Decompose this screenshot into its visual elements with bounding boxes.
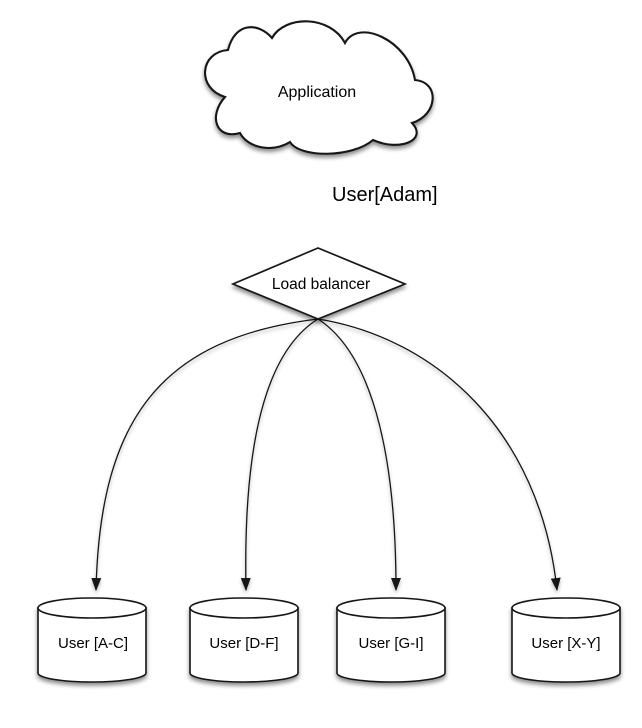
application-label: Application (278, 84, 356, 101)
db-cylinder-shard-2 (189, 597, 299, 683)
cylinder-body (511, 607, 621, 683)
cloud-shape (204, 20, 434, 155)
diamond-shape (230, 247, 408, 320)
shard-3-label: User [G-I] (358, 635, 423, 652)
cylinder-body (189, 607, 299, 683)
edge-loadbalancer-to-shard-2 (240, 318, 319, 591)
cylinder-body (336, 607, 446, 683)
load-balancer-label: Load balancer (272, 276, 370, 293)
cylinder-body (37, 607, 147, 683)
edge-loadbalancer-to-shard-1 (91, 318, 319, 591)
load-balancer-diamond-node: Load balancer (230, 247, 408, 320)
shard-4-label: User [X-Y] (531, 635, 600, 652)
cylinder-top (511, 597, 621, 619)
edge-loadbalancer-to-shard-3 (317, 318, 401, 591)
shard-1-label: User [A-C] (58, 635, 128, 652)
cylinder-top (336, 597, 446, 619)
edge-loadbalancer-to-shard-4 (317, 318, 561, 591)
edge-label-user-adam: User[Adam] (332, 184, 438, 206)
application-cloud-node: Application (204, 20, 434, 155)
edges-layer (91, 152, 561, 591)
db-cylinder-shard-3 (336, 597, 446, 683)
shard-2-label: User [D-F] (209, 635, 278, 652)
cylinder-top (37, 597, 147, 619)
cylinder-top (189, 597, 299, 619)
db-cylinder-shard-4 (511, 597, 621, 683)
db-cylinder-shard-1 (37, 597, 147, 683)
